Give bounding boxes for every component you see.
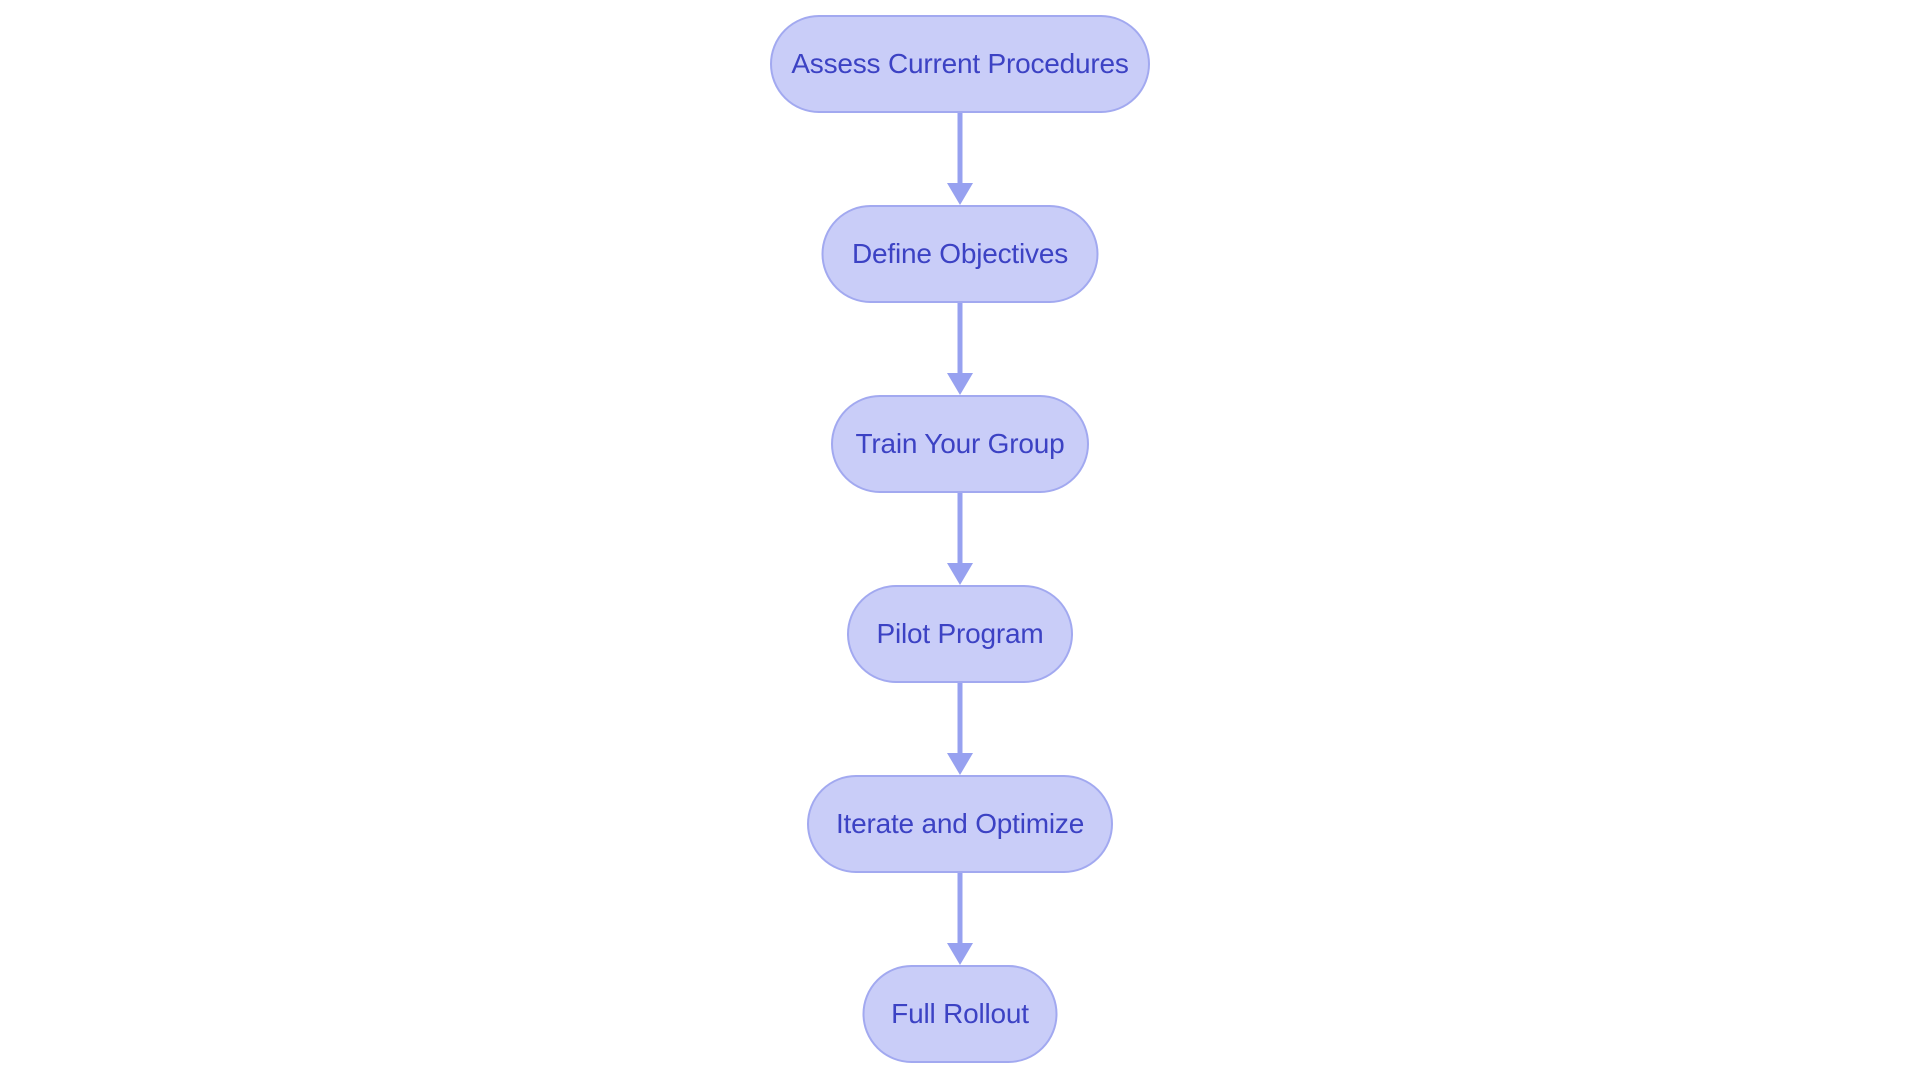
flow-node-label: Iterate and Optimize bbox=[835, 808, 1085, 839]
flow-arrow-down bbox=[947, 303, 973, 395]
flow-node-iterate-and-optimize: Iterate and Optimize bbox=[807, 775, 1113, 873]
flow-arrow-down bbox=[947, 113, 973, 205]
arrow-shaft bbox=[957, 113, 963, 185]
flow-node-define-objectives: Define Objectives bbox=[821, 205, 1099, 303]
flow-arrow-down bbox=[947, 683, 973, 775]
flow-node-label: Full Rollout bbox=[891, 998, 1029, 1029]
arrowhead-icon bbox=[947, 753, 973, 775]
flow-node-train-your-group: Train Your Group bbox=[831, 395, 1089, 493]
flow-node-assess-current-procedures: Assess Current Procedures bbox=[770, 15, 1150, 113]
flow-arrow-down bbox=[947, 493, 973, 585]
arrow-shaft bbox=[957, 873, 963, 945]
flow-arrow-down bbox=[947, 873, 973, 965]
flow-node-full-rollout: Full Rollout bbox=[862, 965, 1058, 1063]
arrow-shaft bbox=[957, 683, 963, 755]
flow-node-label: Assess Current Procedures bbox=[791, 48, 1129, 79]
flow-node-label: Define Objectives bbox=[851, 238, 1069, 269]
arrowhead-icon bbox=[947, 373, 973, 395]
arrowhead-icon bbox=[947, 183, 973, 205]
arrowhead-icon bbox=[947, 563, 973, 585]
flow-node-label: Train Your Group bbox=[855, 428, 1065, 459]
flow-node-label: Pilot Program bbox=[876, 618, 1044, 649]
arrow-shaft bbox=[957, 493, 963, 565]
arrowhead-icon bbox=[947, 943, 973, 965]
arrow-shaft bbox=[957, 303, 963, 375]
flow-node-pilot-program: Pilot Program bbox=[847, 585, 1073, 683]
